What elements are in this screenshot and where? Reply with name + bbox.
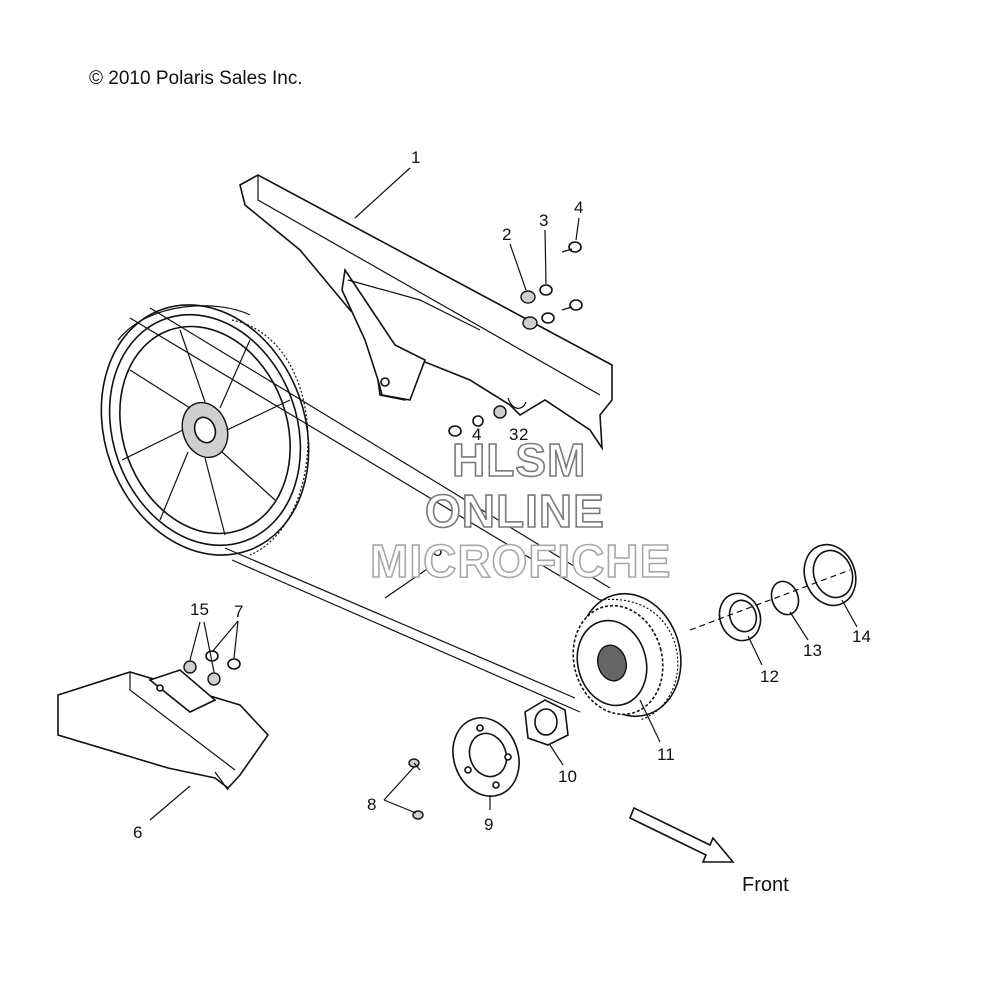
sprocket-nut <box>524 699 569 746</box>
watermark: HLSM ONLINE MICROFICHE <box>369 433 671 588</box>
lower-fasteners <box>183 650 241 686</box>
leader-lines <box>149 167 858 821</box>
watermark-line-1: HLSM <box>452 434 586 486</box>
watermark-line-3: MICROFICHE <box>370 535 671 587</box>
retainer-bolts <box>408 758 424 820</box>
guard-hardware <box>448 241 583 437</box>
callout-2: 2 <box>502 225 511 244</box>
front-label: Front <box>742 874 789 896</box>
front-sprocket <box>572 592 682 721</box>
callout-4b: 4 <box>472 425 481 444</box>
copyright-text: © 2010 Polaris Sales Inc. <box>89 68 303 89</box>
callout-6: 6 <box>133 823 142 842</box>
callout-1: 1 <box>411 148 420 167</box>
callout-11: 11 <box>657 745 675 764</box>
spacer <box>718 592 762 642</box>
belt-guard <box>239 174 613 451</box>
callout-3: 3 <box>539 211 548 230</box>
o-ring <box>770 580 800 616</box>
callout-10: 10 <box>558 767 577 786</box>
rear-pulley <box>100 304 310 556</box>
lower-guard <box>57 669 270 791</box>
retainer-plate <box>452 717 520 797</box>
front-arrow <box>628 806 735 863</box>
callout-2b: 2 <box>519 425 528 444</box>
callout-3b: 3 <box>509 425 518 444</box>
callout-13: 13 <box>803 641 822 660</box>
callout-9: 9 <box>484 815 493 834</box>
callout-4: 4 <box>574 198 583 217</box>
seal <box>803 543 857 607</box>
drive-belt <box>129 307 611 713</box>
watermark-line-2: ONLINE <box>425 485 605 537</box>
callout-8: 8 <box>367 795 376 814</box>
callout-5: 5 <box>433 541 442 560</box>
callout-14: 14 <box>852 627 871 646</box>
callout-labels: 1 2 3 4 5 6 7 8 9 10 11 12 13 14 15 4 3 … <box>133 148 871 842</box>
callout-7: 7 <box>234 602 243 621</box>
callout-12: 12 <box>760 667 779 686</box>
callout-15: 15 <box>190 600 209 619</box>
